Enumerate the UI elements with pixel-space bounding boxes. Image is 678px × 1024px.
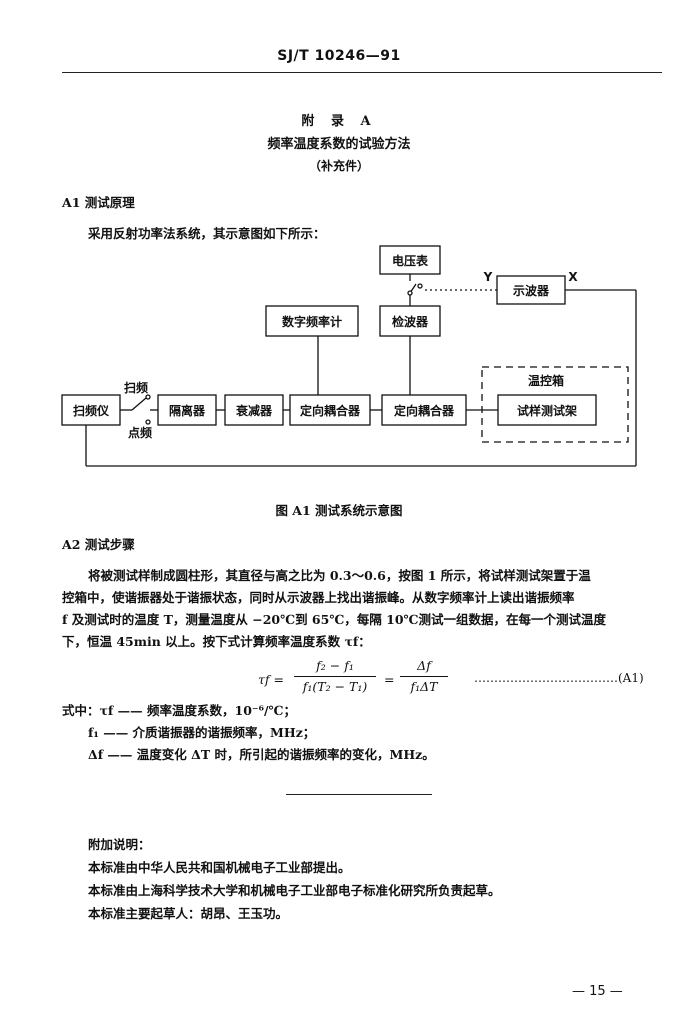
section-a1-intro: 采用反射功率法系统，其示意图如下所示： [88, 226, 326, 241]
a2-line-4: 下，恒温 45min 以上。按下式计算频率温度系数 τf： [62, 634, 371, 649]
formula-bar1 [294, 676, 376, 677]
var-f1: f₁ —— 介质谐振器的谐振频率，MHz； [88, 725, 316, 740]
section-a1-heading: A1 测试原理 [62, 195, 135, 210]
standard-number: SJ/T 10246—91 [277, 48, 401, 64]
formula-eq: = [384, 672, 395, 687]
detector-label: 检波器 [392, 314, 429, 329]
figure-caption: 图 A1 测试系统示意图 [275, 503, 403, 518]
sweeper-label: 扫频仪 [73, 403, 110, 418]
formula-den2: f₁ΔT [410, 679, 438, 694]
formula-lhs: τf = [258, 672, 284, 687]
section-a2-heading: A2 测试步骤 [62, 537, 135, 552]
freq-counter-label: 数字频率计 [282, 314, 342, 329]
test-system-diagram: 电压表 示波器 数字频率计 检波器 扫频仪 隔离器 衰减器 定向耦合器 定向耦合… [61, 245, 637, 467]
a2-line-1: 将被测试样制成圆柱形，其直径与高之比为 0.3～0.6，按图 1 所示，将试样测… [88, 568, 591, 583]
appendix-note: （补充件） [308, 159, 369, 173]
formula-bar2 [400, 676, 448, 677]
formula-den1: f₁(T₂ − T₁) [302, 679, 368, 694]
fixture-label: 试样测试架 [517, 403, 577, 418]
a2-line-3: f 及测试时的温度 T，测量温度从 −20℃到 65℃，每隔 10℃测试一组数据… [62, 612, 607, 627]
note-line-3: 本标准主要起草人：胡昂、王玉功。 [88, 906, 289, 921]
x-label: X [568, 270, 578, 284]
voltmeter-label: 电压表 [392, 253, 429, 268]
var-tau: 式中：τf —— 频率温度系数，10⁻⁶/℃； [62, 703, 297, 718]
y-label: Y [483, 270, 493, 284]
formula-num2: Δf [417, 658, 431, 673]
header-rule [62, 72, 662, 73]
appendix-subtitle: 频率温度系数的试验方法 [267, 137, 411, 152]
additional-notes-heading: 附加说明： [88, 837, 151, 852]
appendix-title: 附 录 A [301, 114, 377, 129]
sweep-label: 扫频 [124, 380, 148, 395]
attenuator-label: 衰减器 [235, 403, 273, 418]
separator-rule [286, 794, 432, 795]
chamber-box [481, 366, 629, 443]
coupler2-label: 定向耦合器 [394, 403, 455, 418]
var-delta-f: Δf —— 温度变化 ΔT 时，所引起的谐振频率的变化，MHz。 [88, 747, 435, 762]
chamber-label: 温控箱 [528, 373, 564, 388]
note-line-1: 本标准由中华人民共和国机械电子工业部提出。 [88, 860, 351, 875]
a2-line-2: 控箱中，使谐振器处于谐振状态，同时从示波器上找出谐振峰。从数字频率计上读出谐振频… [62, 590, 575, 605]
note-line-2: 本标准由上海科学技术大学和机械电子工业部电子标准化研究所负责起草。 [88, 883, 501, 898]
page-number: — 15 — [572, 984, 623, 999]
freq-counter-box [265, 305, 359, 337]
formula-num1: f₂ − f₁ [316, 658, 354, 673]
point-label: 点频 [128, 425, 152, 440]
oscilloscope-label: 示波器 [512, 283, 550, 298]
isolator-label: 隔离器 [169, 403, 206, 418]
formula-number: ………………………………(A1) [474, 671, 644, 685]
coupler1-label: 定向耦合器 [300, 403, 361, 418]
